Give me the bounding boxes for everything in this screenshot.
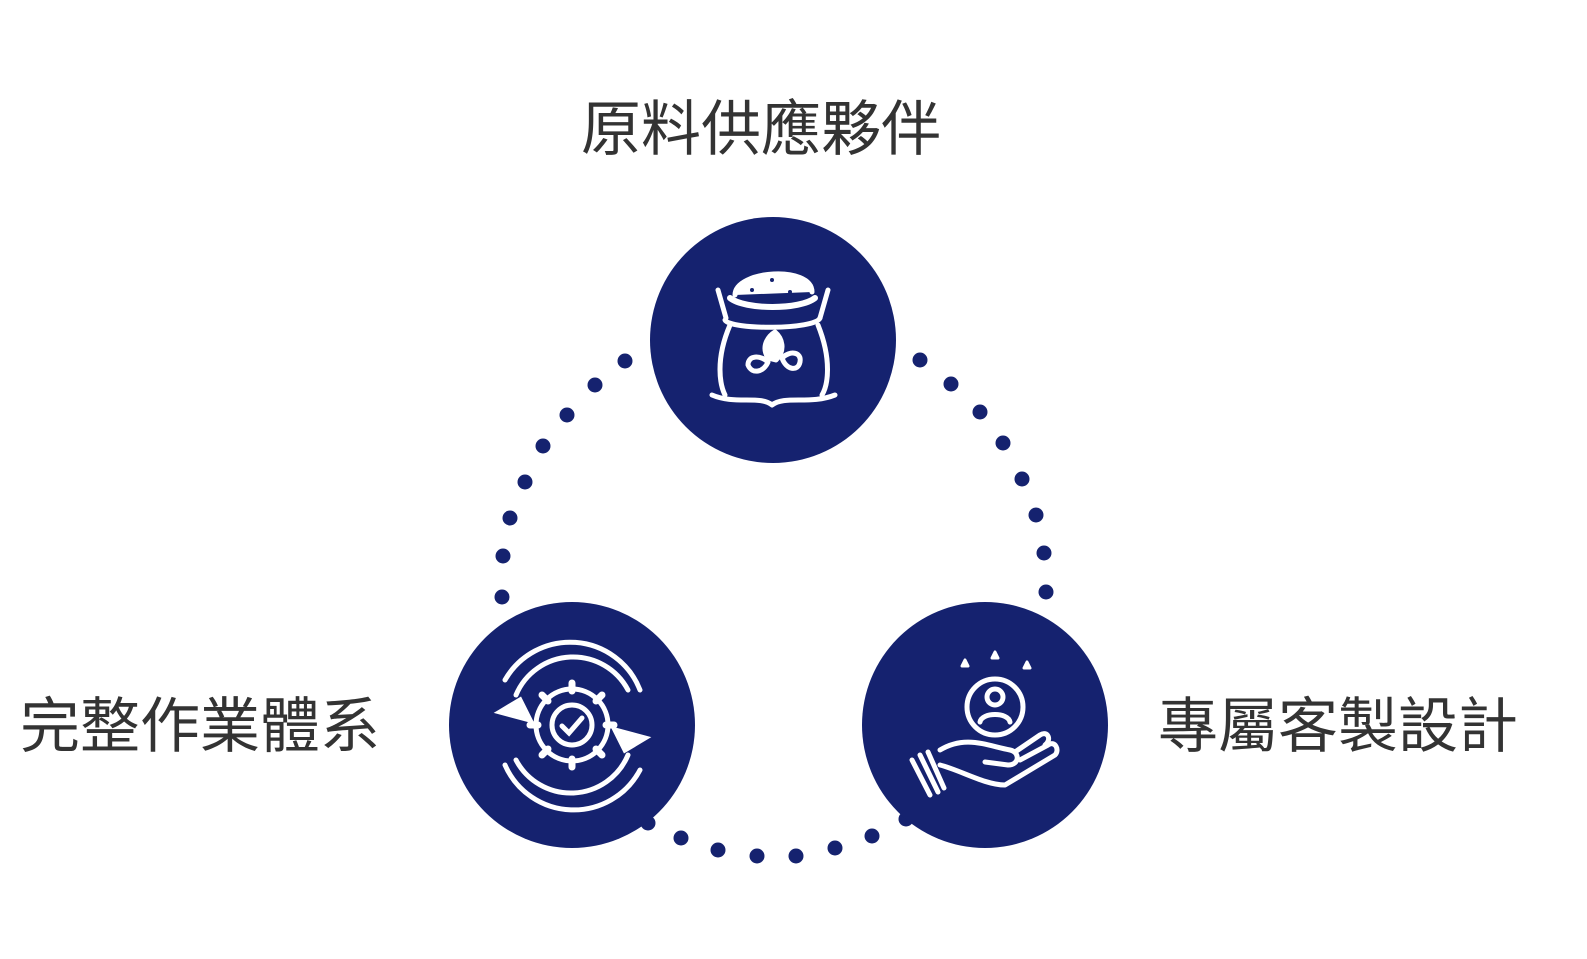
connector-dot [788, 848, 804, 864]
node-operation-system [449, 602, 695, 848]
connector-dot [827, 840, 843, 856]
node-circle [862, 602, 1108, 848]
connector-dot [972, 404, 988, 420]
connector-dot [587, 377, 603, 393]
connector-dot [912, 352, 928, 368]
node-custom-design [862, 602, 1108, 848]
connector-dot [617, 353, 633, 369]
connector-dot [502, 510, 518, 526]
connector-dot [673, 830, 689, 846]
connector-dot [494, 589, 510, 605]
connector-dot [943, 376, 959, 392]
connector-dot [710, 842, 726, 858]
node-raw-material [650, 217, 896, 463]
connector-dot [495, 548, 511, 564]
node-circle [449, 602, 695, 848]
node-label-custom-design: 專屬客製設計 [1158, 692, 1518, 762]
connector-dot [864, 828, 880, 844]
connector-dot [995, 435, 1011, 451]
connector-dot [535, 438, 551, 454]
connector-dot [1038, 584, 1054, 600]
grain-sack-icon [709, 271, 838, 408]
node-label-operation-system: 完整作業體系 [20, 692, 380, 762]
connector-dot [1036, 545, 1052, 561]
connector-dot [517, 474, 533, 490]
node-label-raw-material: 原料供應夥伴 [581, 95, 941, 165]
gear-cycle-icon [493, 639, 652, 813]
connector-dot [1028, 507, 1044, 523]
connector-dot [559, 407, 575, 423]
connector-dot [749, 848, 765, 864]
connector-dot [1014, 471, 1030, 487]
customer-hand-icon [909, 650, 1060, 798]
